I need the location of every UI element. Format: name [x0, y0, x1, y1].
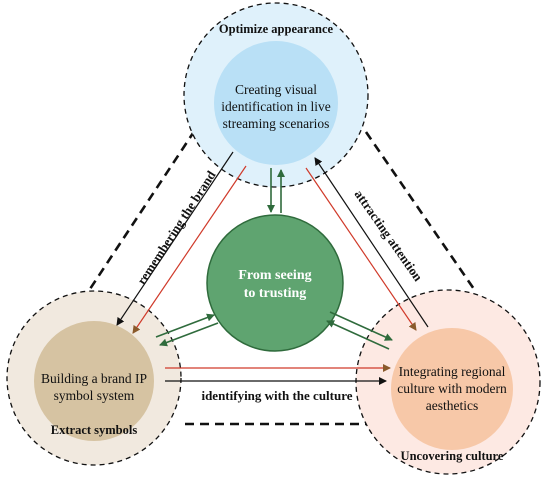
arrow-top-to-left-black	[116, 151, 234, 326]
node-right-inner-line-3: aesthetics	[426, 398, 478, 413]
arrow-top-to-left-red	[132, 165, 247, 334]
node-top-inner-line-1: Creating visual	[235, 82, 317, 97]
edge-label-bottom: identifying with the culture	[201, 388, 352, 403]
arrow-right-to-top-black	[314, 157, 429, 328]
node-center-line-1: From seeing	[238, 268, 311, 283]
arrow-top-to-right-red	[305, 167, 417, 331]
node-top-outer-label: Optimize appearance	[219, 22, 334, 36]
node-top-inner-line-2: identification in live	[221, 99, 330, 114]
arrow-right-to-center-green	[326, 320, 390, 350]
node-center-line-2: to trusting	[244, 286, 307, 301]
arrow-center-to-left-green	[159, 322, 219, 347]
dashed-triangle-right-edge	[364, 131, 478, 293]
node-left-inner-circle	[34, 321, 154, 441]
edge-label-right: attracting attention	[352, 187, 427, 285]
node-top: Optimize appearance Creating visual iden…	[183, 2, 369, 188]
arrow-left-to-center-green	[155, 313, 215, 338]
node-left-inner-line-1: Building a brand IP	[41, 371, 147, 386]
node-center: From seeing to trusting	[206, 214, 344, 352]
node-right-inner-circle	[391, 328, 513, 450]
node-left-inner-line-2: symbol system	[54, 388, 135, 403]
node-left-outer-label: Extract symbols	[51, 423, 138, 437]
node-left: Extract symbols Building a brand IP symb…	[6, 290, 182, 466]
node-right-outer-label: Uncovering culture	[401, 449, 504, 463]
node-top-inner-circle	[214, 41, 338, 165]
node-center-circle	[206, 214, 344, 352]
dashed-triangle-left-edge	[86, 117, 205, 293]
node-right-inner-line-1: Integrating regional	[399, 364, 506, 379]
arrow-center-to-right-green	[329, 311, 393, 341]
node-right: Uncovering culture Integrating regional …	[355, 289, 541, 475]
node-right-inner-line-2: culture with modern	[397, 381, 507, 396]
node-top-inner-line-3: streaming scenarios	[223, 116, 330, 131]
